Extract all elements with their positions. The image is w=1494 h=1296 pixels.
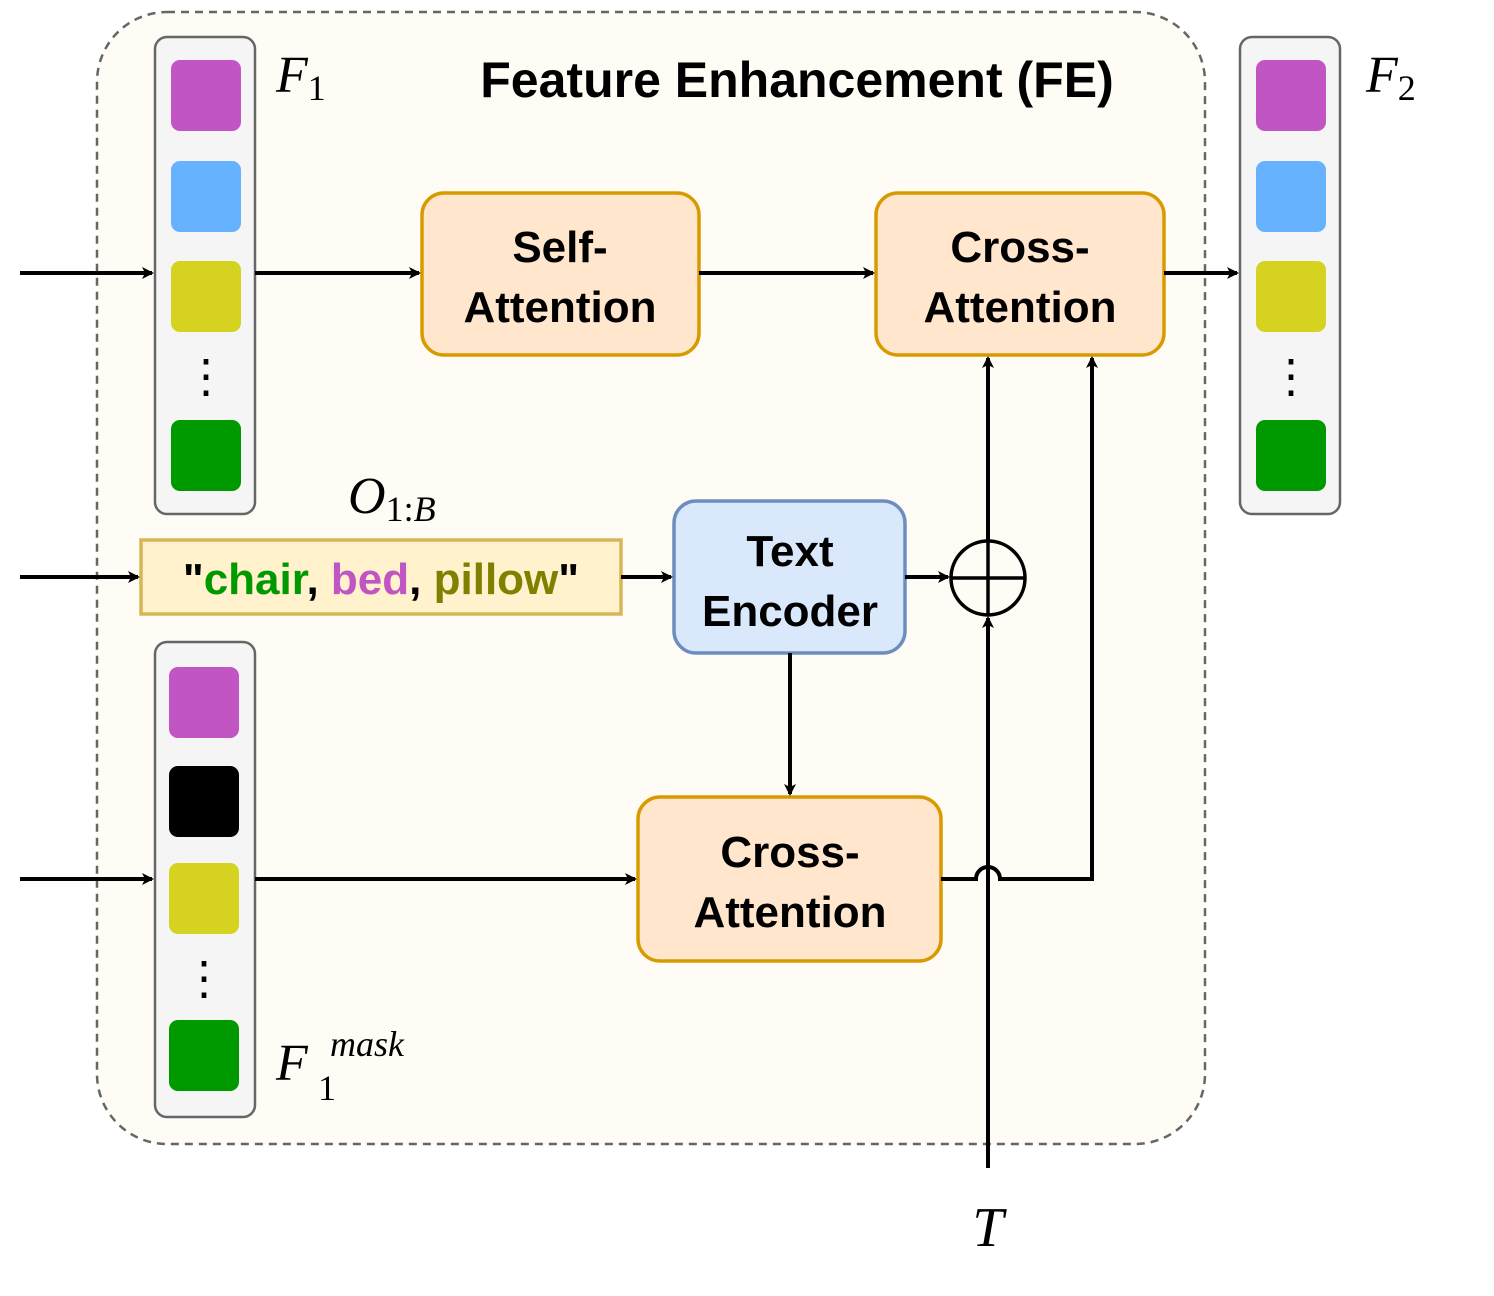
f2-token-blue <box>1256 161 1326 232</box>
f1-mask-token-green <box>169 1020 239 1091</box>
prompt-word-pillow: pillow <box>434 555 559 604</box>
f1-token-green <box>171 420 241 491</box>
prompt-word-chair: chair <box>204 555 309 604</box>
cross-attention-bottom-line2: Attention <box>693 888 886 937</box>
t-label: T <box>972 1197 1007 1259</box>
o-1b-label: O1:B <box>348 468 436 529</box>
f2-token-green <box>1256 420 1326 491</box>
sum-node-icon <box>949 539 1027 617</box>
prompt-close-quote: " <box>558 555 579 604</box>
f1-mask-sub: 1 <box>318 1068 336 1108</box>
prompt-space-1 <box>319 555 331 604</box>
f2-ellipsis: ⋮ <box>1268 351 1314 402</box>
f1-mask-token-yellow <box>169 863 239 934</box>
f1-mask-sup: mask <box>330 1024 405 1064</box>
f2-label: F2 <box>1365 47 1416 108</box>
f1-mask-label: F <box>275 1035 309 1092</box>
text-encoder-line1: Text <box>746 527 834 576</box>
cross-attention-top-line1: Cross- <box>950 223 1089 272</box>
cross-attention-top-line2: Attention <box>923 283 1116 332</box>
f1-ellipsis: ⋮ <box>183 351 229 402</box>
prompt-space-2 <box>421 555 433 604</box>
f2-token-magenta <box>1256 60 1326 131</box>
prompt-sep-1: , <box>306 555 318 604</box>
f1-mask-feature-stack: ⋮ <box>153 640 257 1119</box>
self-attention-line1: Self- <box>512 223 607 272</box>
prompt-open-quote: " <box>183 555 204 604</box>
prompt-word-bed: bed <box>331 555 409 604</box>
f1-mask-token-magenta <box>169 667 239 738</box>
f1-token-yellow <box>171 261 241 332</box>
text-encoder-block: Text Encoder <box>672 499 907 655</box>
f1-mask-token-black <box>169 766 239 837</box>
cross-attention-bottom-block: Cross- Attention <box>636 795 943 963</box>
self-attention-block: Self- Attention <box>420 191 701 357</box>
self-attention-line2: Attention <box>463 283 656 332</box>
f1-feature-stack: ⋮ <box>153 35 257 516</box>
f1-token-magenta <box>171 60 241 131</box>
f2-feature-stack: ⋮ <box>1238 35 1342 516</box>
text-encoder-line2: Encoder <box>702 587 878 636</box>
f1-token-blue <box>171 161 241 232</box>
f1-mask-ellipsis: ⋮ <box>181 953 227 1004</box>
f2-token-yellow <box>1256 261 1326 332</box>
diagram-title: Feature Enhancement (FE) <box>480 52 1113 108</box>
prompt-text: "chair, bed, pillow" <box>183 555 579 604</box>
cross-attention-bottom-line1: Cross- <box>720 828 859 877</box>
cross-attention-top-block: Cross- Attention <box>874 191 1166 357</box>
f1-label: F1 <box>275 47 326 108</box>
prompt-box: "chair, bed, pillow" <box>139 538 623 616</box>
prompt-sep-2: , <box>409 555 421 604</box>
